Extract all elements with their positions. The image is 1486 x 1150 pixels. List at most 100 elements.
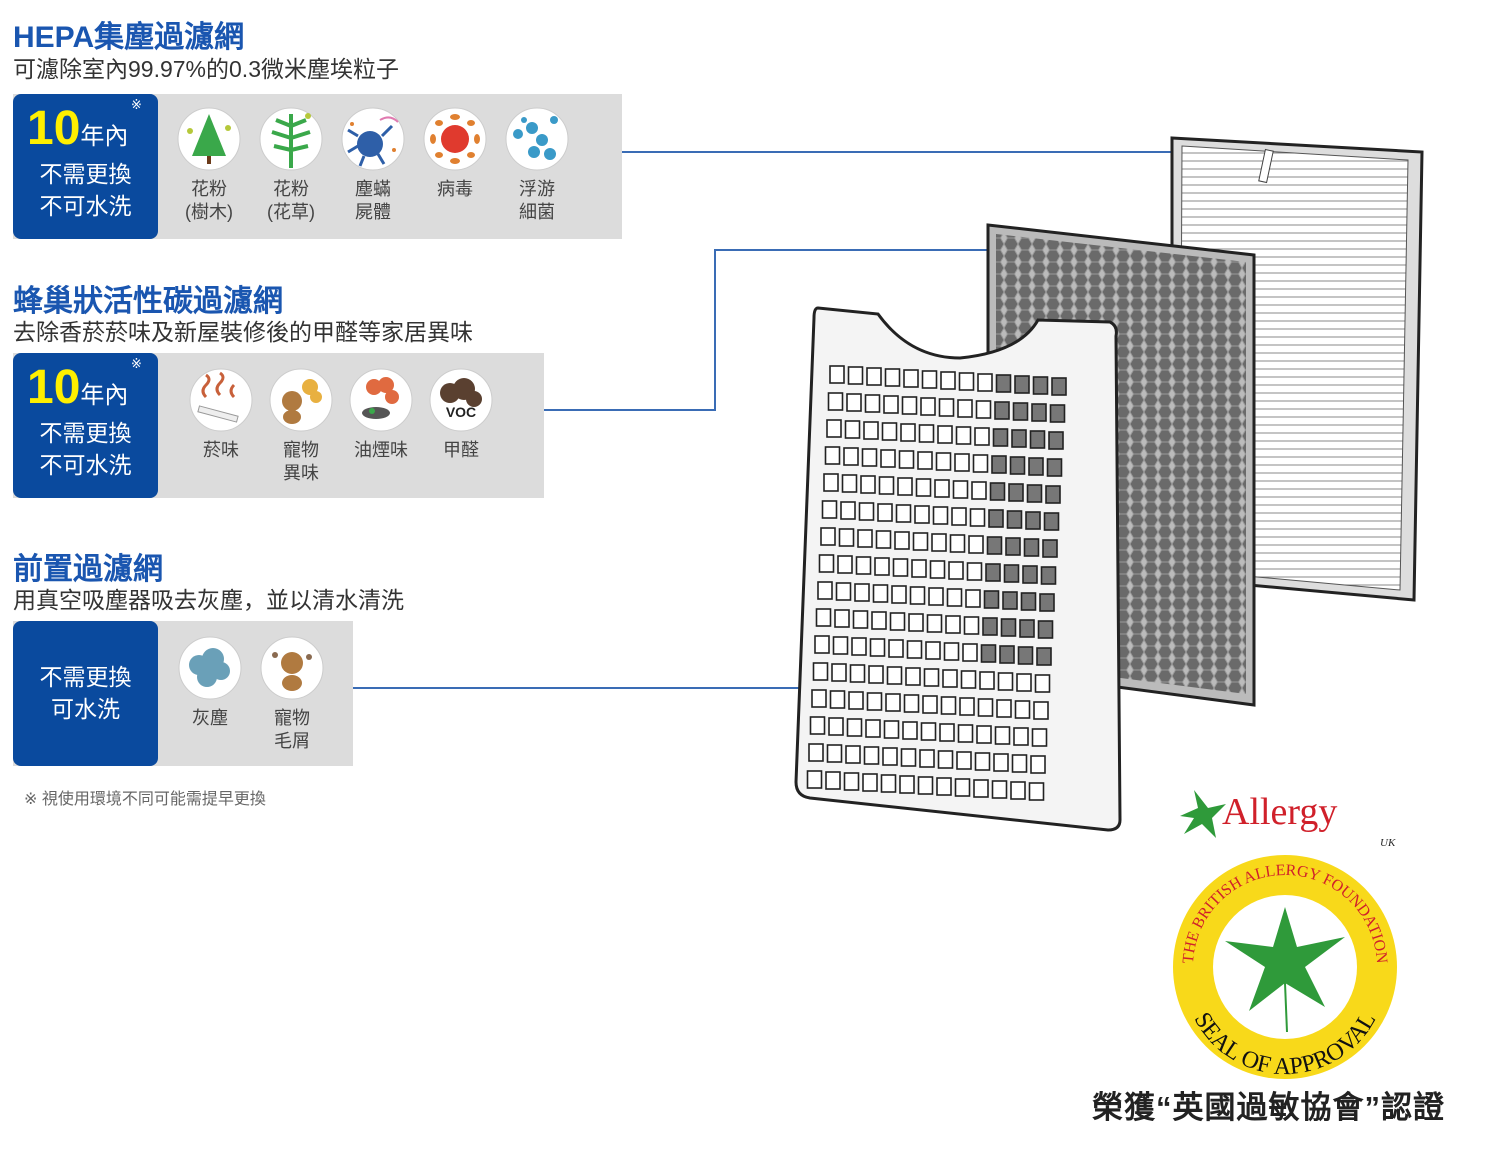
grass-pollen-icon: 花粉 (花草) bbox=[258, 106, 324, 224]
grid-hole bbox=[1036, 647, 1052, 666]
grid-hole bbox=[965, 589, 981, 608]
grid-hole bbox=[1010, 781, 1026, 800]
grid-hole bbox=[976, 725, 992, 744]
grid-hole bbox=[994, 401, 1010, 420]
grid-hole bbox=[1040, 566, 1057, 585]
grid-hole bbox=[966, 562, 983, 581]
grid-hole bbox=[972, 454, 989, 473]
grid-hole bbox=[935, 452, 952, 471]
grid-hole bbox=[845, 745, 861, 764]
grid-hole bbox=[1028, 782, 1045, 801]
grid-hole bbox=[892, 558, 909, 577]
grid-hole bbox=[1045, 485, 1061, 504]
grid-hole bbox=[891, 585, 907, 604]
grid-hole bbox=[1034, 674, 1051, 693]
grid-hole bbox=[989, 482, 1006, 501]
grid-hole bbox=[906, 640, 923, 659]
grid-hole bbox=[847, 366, 864, 385]
grid-hole bbox=[1043, 512, 1060, 531]
grid-hole bbox=[866, 367, 882, 386]
grid-hole bbox=[829, 690, 846, 709]
uk-label: UK bbox=[1380, 837, 1396, 849]
grid-hole bbox=[912, 532, 929, 551]
grid-hole bbox=[980, 644, 997, 663]
grid-hole bbox=[841, 474, 858, 493]
seal-leaf-icon bbox=[1225, 907, 1345, 1011]
pet-hair-icon: 寵物 毛屑 bbox=[259, 635, 325, 753]
dust-mite-icon: 塵蟎 屍體 bbox=[340, 106, 406, 224]
tree-pollen-icon: 花粉 (樹木) bbox=[176, 106, 242, 224]
carbon-lifetime-box: 10年內※ 不需更換 不可水洗 bbox=[13, 353, 158, 498]
cigarette-icon: 菸味 bbox=[188, 367, 254, 462]
grid-hole bbox=[949, 534, 966, 553]
pre-filter bbox=[794, 306, 1122, 832]
wash-text: 不可水洗 bbox=[39, 193, 132, 219]
grid-hole bbox=[806, 770, 823, 789]
grid-hole bbox=[811, 689, 827, 708]
grid-hole bbox=[861, 448, 878, 467]
grid-hole bbox=[997, 672, 1014, 691]
years-unit: 年內 bbox=[80, 123, 129, 150]
prefilter-lifetime-box: 不需更換 可水洗 bbox=[13, 621, 158, 766]
grid-hole bbox=[954, 778, 971, 797]
grid-hole bbox=[888, 639, 904, 658]
grid-hole bbox=[866, 692, 883, 711]
grid-hole bbox=[974, 752, 991, 771]
dust-icon: 灰塵 bbox=[177, 635, 243, 730]
grid-hole bbox=[874, 557, 890, 576]
note-mark: ※ bbox=[131, 356, 142, 371]
grid-hole bbox=[951, 507, 967, 526]
grid-hole bbox=[962, 643, 978, 662]
grid-hole bbox=[936, 777, 952, 796]
grid-hole bbox=[952, 480, 969, 499]
filters-illustration bbox=[794, 136, 1424, 832]
grid-hole bbox=[1028, 457, 1044, 476]
grid-hole bbox=[969, 508, 986, 527]
grid-hole bbox=[815, 608, 832, 627]
grid-hole bbox=[864, 394, 881, 413]
grid-hole bbox=[920, 397, 936, 416]
grid-hole bbox=[900, 423, 916, 442]
grid-hole bbox=[995, 374, 1012, 393]
grid-hole bbox=[884, 368, 901, 387]
grid-hole bbox=[1011, 429, 1027, 448]
grid-hole bbox=[840, 501, 856, 520]
allergy-uk-seal: Allergy UK THE BRITISH ALLERGY FOUNDATIO… bbox=[1173, 790, 1397, 1080]
grid-hole bbox=[849, 664, 866, 683]
bacteria-icon: 浮游 細菌 bbox=[504, 106, 570, 224]
grid-hole bbox=[886, 666, 903, 685]
grid-hole bbox=[937, 425, 953, 444]
grid-hole bbox=[1032, 376, 1049, 395]
grid-hole bbox=[919, 749, 935, 768]
grid-hole bbox=[957, 399, 973, 418]
grid-hole bbox=[863, 746, 880, 765]
grid-hole bbox=[817, 581, 833, 600]
grid-hole bbox=[825, 771, 841, 790]
grid-hole bbox=[889, 612, 906, 631]
allergy-brand: Allergy bbox=[1222, 791, 1337, 833]
grid-hole bbox=[946, 588, 963, 607]
grid-hole bbox=[1008, 483, 1024, 502]
grid-hole bbox=[1049, 404, 1066, 423]
grid-hole bbox=[939, 723, 955, 742]
grid-hole bbox=[832, 636, 849, 655]
prefilter-panel: 不需更換 可水洗 灰塵 寵物 毛屑 bbox=[13, 621, 353, 766]
grid-hole bbox=[928, 587, 944, 606]
grid-hole bbox=[881, 422, 898, 441]
grid-hole bbox=[852, 610, 869, 629]
grid-hole bbox=[820, 527, 836, 546]
grid-hole bbox=[834, 609, 850, 628]
grid-hole bbox=[1033, 701, 1049, 720]
grid-hole bbox=[999, 645, 1015, 664]
grid-hole bbox=[914, 505, 930, 524]
grid-hole bbox=[860, 475, 876, 494]
grid-hole bbox=[835, 582, 852, 601]
grid-hole bbox=[973, 779, 989, 798]
grid-hole bbox=[827, 392, 844, 411]
grid-hole bbox=[862, 773, 878, 792]
grid-hole bbox=[1048, 431, 1064, 450]
grid-hole bbox=[934, 479, 950, 498]
hepa-leader-line bbox=[622, 151, 1172, 153]
grid-hole bbox=[958, 372, 975, 391]
